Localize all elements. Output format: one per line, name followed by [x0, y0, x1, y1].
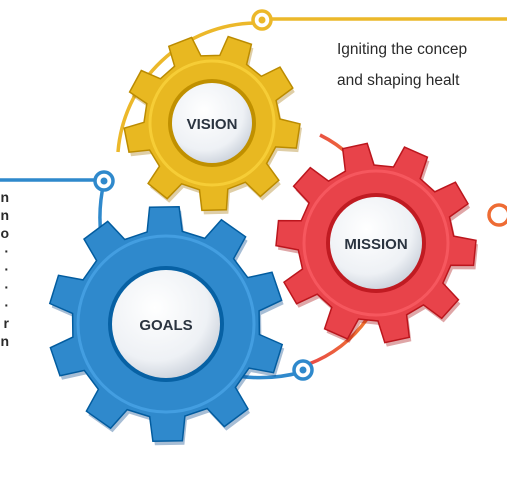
vision-gear	[123, 35, 302, 215]
vision-connector-arc	[116, 21, 256, 153]
caption-line-2: and shaping healt	[337, 72, 460, 89]
goals-gear-center	[112, 270, 220, 378]
vision-gear-center	[172, 83, 252, 163]
goals-label: GOALS	[139, 317, 192, 334]
mission-gear-highlight-ring	[302, 169, 450, 317]
vision-connector-dot	[251, 9, 273, 31]
goals-gear-highlight-ring	[76, 234, 256, 414]
goals-connector-dot-top	[93, 170, 115, 192]
mission-gear-center	[330, 197, 422, 289]
goals-connector-dot-bottom	[292, 359, 314, 381]
mission-connector-dot	[487, 203, 507, 227]
vision-label: VISION	[187, 116, 238, 133]
mission-gear	[275, 142, 478, 347]
goals-gear	[48, 205, 285, 446]
caption-line-1: Igniting the concep	[337, 41, 468, 58]
mission-label: MISSION	[344, 236, 407, 253]
vision-gear-highlight-ring	[148, 59, 276, 187]
